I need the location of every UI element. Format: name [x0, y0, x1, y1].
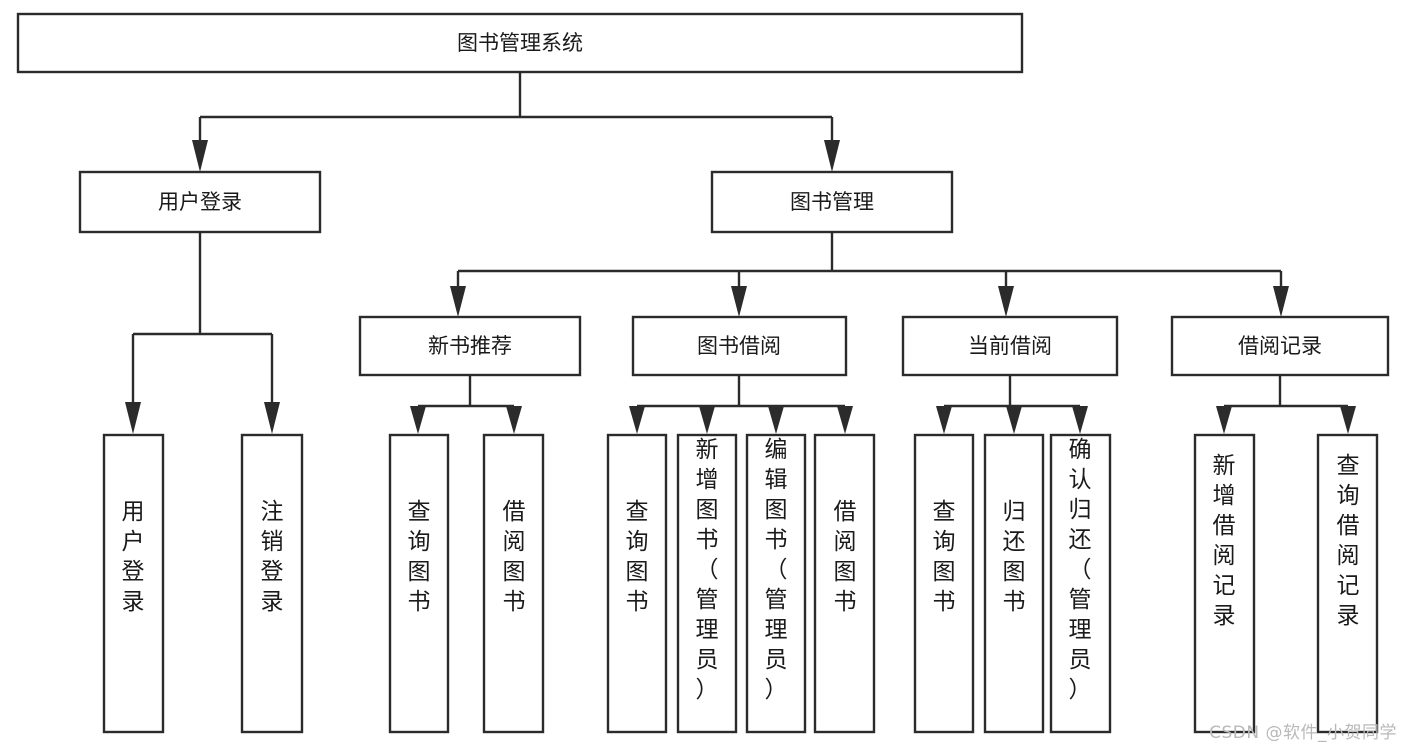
node-current-borrow-box[interactable] [901, 315, 1119, 377]
node-leaf-12-label: 新增借阅记录 [1213, 453, 1236, 629]
node-user-login-label: 用户登录 [158, 190, 242, 214]
node-leaf-10-label: 归还图书 [1003, 499, 1026, 615]
node-root[interactable]: 图书管理系统 [16, 12, 1024, 74]
node-root-box[interactable] [16, 12, 1024, 74]
node-leaf-10-box[interactable] [983, 433, 1045, 734]
arrow-head-current-borrow [998, 286, 1014, 317]
node-borrow-record-box[interactable] [1170, 315, 1390, 377]
arrow-head-leaf-4 [506, 406, 522, 434]
node-leaf-8[interactable]: 借阅图书 [813, 433, 876, 734]
arrow-head-book-borrow [731, 286, 747, 317]
node-leaf-4-label: 借阅图书 [503, 499, 526, 615]
arrow-head-leaf-6 [699, 406, 715, 434]
node-borrow-record-label: 借阅记录 [1238, 334, 1322, 358]
node-leaf-11[interactable]: 确认归还（管理员） [1049, 433, 1112, 734]
node-leaf-2-box[interactable] [240, 433, 304, 734]
node-leaf-5-label: 查询图书 [626, 499, 649, 615]
arrow-head-leaf-3 [410, 406, 426, 434]
node-leaf-11-box[interactable] [1049, 433, 1112, 734]
arrow-head-leaf-11 [1072, 406, 1088, 434]
node-root-label: 图书管理系统 [457, 31, 583, 55]
node-leaf-13-label: 查询借阅记录 [1337, 453, 1360, 629]
node-book-manage-label: 图书管理 [790, 190, 874, 214]
node-current-borrow-label: 当前借阅 [968, 334, 1052, 358]
node-leaf-2[interactable]: 注销登录 [240, 433, 304, 734]
node-leaf-6[interactable]: 新增图书（管理员） [676, 433, 738, 734]
node-leaf-2-label: 注销登录 [261, 499, 284, 615]
arrow-head-new-book-rec [450, 286, 466, 317]
arrow-head-leaf-1 [125, 402, 141, 434]
node-leaf-8-label: 借阅图书 [834, 499, 857, 615]
node-leaf-11-label: 确认归还（管理员） [1069, 437, 1092, 703]
arrow-head-leaf-8 [837, 406, 853, 434]
node-user-login[interactable]: 用户登录 [78, 170, 322, 234]
node-leaf-6-label: 新增图书（管理员） [696, 437, 719, 703]
node-leaf-3[interactable]: 查询图书 [388, 433, 450, 734]
arrow-head-leaf-12 [1216, 406, 1232, 434]
node-leaf-1-label: 用户登录 [122, 499, 145, 615]
node-leaf-8-box[interactable] [813, 433, 876, 734]
arrow-head-leaf-7 [768, 406, 784, 434]
arrow-head-leaf-5 [629, 406, 645, 434]
node-user-login-box[interactable] [78, 170, 322, 234]
node-leaf-3-label: 查询图书 [408, 499, 431, 615]
node-leaf-9-box[interactable] [913, 433, 975, 734]
node-leaf-5[interactable]: 查询图书 [606, 433, 668, 734]
node-new-book-rec-box[interactable] [358, 315, 582, 377]
arrow-head-leaf-13 [1340, 406, 1356, 434]
node-leaf-12[interactable]: 新增借阅记录 [1193, 433, 1256, 734]
node-leaf-13[interactable]: 查询借阅记录 [1316, 433, 1379, 734]
arrow-head-leaf-2 [264, 402, 280, 434]
arrow-head-book-manage [824, 140, 840, 172]
node-leaf-5-box[interactable] [606, 433, 668, 734]
node-leaf-1[interactable]: 用户登录 [102, 433, 165, 734]
node-book-manage-box[interactable] [710, 170, 954, 234]
node-leaf-4[interactable]: 借阅图书 [482, 433, 545, 734]
arrow-head-leaf-9 [936, 406, 952, 434]
node-leaf-10[interactable]: 归还图书 [983, 433, 1045, 734]
connector-layer [125, 72, 1356, 434]
node-leaf-3-box[interactable] [388, 433, 450, 734]
node-leaf-13-box[interactable] [1316, 433, 1379, 734]
node-borrow-record[interactable]: 借阅记录 [1170, 315, 1390, 377]
node-book-borrow[interactable]: 图书借阅 [631, 315, 848, 377]
node-leaf-6-box[interactable] [676, 433, 738, 734]
node-current-borrow[interactable]: 当前借阅 [901, 315, 1119, 377]
node-book-borrow-label: 图书借阅 [697, 334, 781, 358]
node-new-book-rec-label: 新书推荐 [428, 334, 512, 358]
node-book-manage[interactable]: 图书管理 [710, 170, 954, 234]
node-leaf-12-box[interactable] [1193, 433, 1256, 734]
arrow-head-borrow-record [1273, 286, 1289, 317]
node-leaf-7[interactable]: 编辑图书（管理员） [745, 433, 807, 734]
node-book-borrow-box[interactable] [631, 315, 848, 377]
node-leaf-7-box[interactable] [745, 433, 807, 734]
arrow-head-user-login [192, 140, 208, 172]
node-leaf-1-box[interactable] [102, 433, 165, 734]
node-leaf-4-box[interactable] [482, 433, 545, 734]
node-new-book-rec[interactable]: 新书推荐 [358, 315, 582, 377]
node-leaf-9-label: 查询图书 [933, 499, 956, 615]
node-leaf-9[interactable]: 查询图书 [913, 433, 975, 734]
node-leaf-7-label: 编辑图书（管理员） [765, 437, 788, 703]
arrow-head-leaf-10 [1006, 406, 1022, 434]
